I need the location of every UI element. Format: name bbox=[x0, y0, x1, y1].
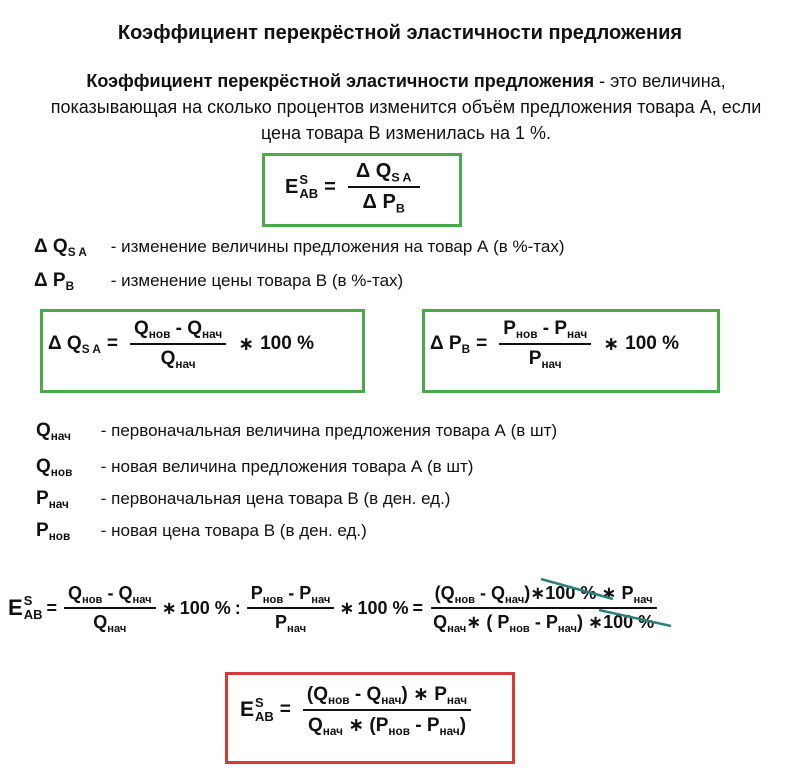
page-title: Коэффициент перекрёстной эластичности пр… bbox=[117, 22, 683, 44]
cancelled-term: 100 % bbox=[598, 608, 672, 633]
result-formula-box bbox=[225, 672, 515, 764]
definition-paragraph: Коэффициент перекрёстной эластичности пр… bbox=[36, 68, 776, 146]
def-delta-p: Δ PB - изменение цены товара В (в %-тах) bbox=[34, 270, 404, 294]
delta-p-formula: Δ PB = Pнов - Pнач Pнач ∗ 100 % bbox=[430, 318, 679, 372]
def-p-nov: Pнов - новая цена товара В (в ден. ед.) bbox=[36, 520, 367, 544]
def-q-nov: Qнов - новая величина предложения товара… bbox=[36, 456, 474, 480]
strike-line-icon bbox=[598, 608, 672, 628]
def-p-nach: Pнач - первоначальная цена товара В (в д… bbox=[36, 488, 451, 512]
delta-q-formula: Δ QS A = Qнов - Qнач Qнач ∗ 100 % bbox=[48, 318, 314, 372]
term: Коэффициент перекрёстной эластичности пр… bbox=[86, 71, 595, 91]
def-delta-q: Δ QS A - изменение величины предложения … bbox=[34, 236, 565, 260]
main-fraction: Δ QS A Δ PB bbox=[347, 160, 420, 215]
delta-p-formula-box bbox=[422, 309, 720, 393]
def-q-nach: Qнач - первоначальная величина предложен… bbox=[36, 420, 558, 444]
main-formula-box bbox=[262, 153, 462, 227]
cancelled-term: 100 % bbox=[540, 577, 614, 604]
strike-line-icon bbox=[540, 577, 614, 601]
delta-q-formula-box bbox=[40, 309, 365, 393]
definition-text: - это величина, показывающая на сколько … bbox=[50, 71, 762, 143]
